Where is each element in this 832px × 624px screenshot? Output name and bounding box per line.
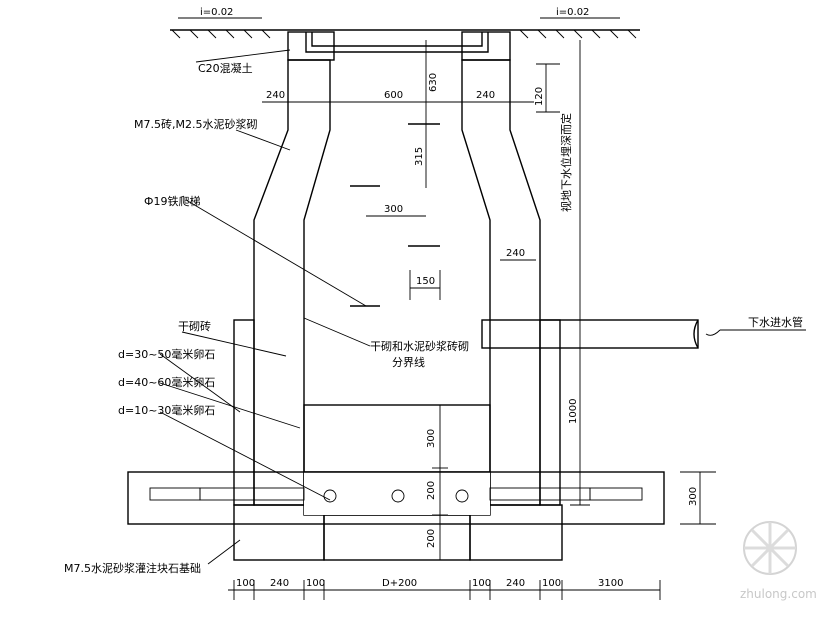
ladder-rungs — [350, 123, 440, 307]
watermark-text: zhulong.com — [740, 587, 817, 601]
label-base: M7.5水泥砂浆灌注块石基础 — [64, 561, 201, 575]
bottom-dim-4: D+200 — [382, 578, 417, 589]
label-gravel-30-50: d=30~50毫米卵石 — [118, 347, 215, 361]
ground-slope-left: i=0.02 — [178, 7, 262, 19]
dim-bottom-layer-200b: 200 — [426, 529, 437, 548]
dim-right-1000: 1000 — [568, 399, 579, 424]
foundation-center — [323, 514, 471, 561]
dim-ladder-width: 150 — [416, 276, 435, 287]
ground-slope-left-text: i=0.02 — [200, 7, 233, 18]
ground-slope-right-text: i=0.02 — [556, 7, 589, 18]
dim-ladder-spacing: 315 — [414, 147, 425, 166]
bottom-dim-6: 240 — [506, 578, 525, 589]
dimension-lines — [228, 40, 716, 600]
inlet-pipe — [481, 319, 699, 349]
bottom-dim-1: 100 — [236, 578, 255, 589]
bottom-dim-3: 100 — [306, 578, 325, 589]
right-wall — [461, 59, 541, 506]
label-concrete: C20混凝土 — [198, 61, 253, 75]
leader-lines — [159, 49, 806, 565]
bottom-dimension-row: 100 240 100 D+200 100 240 100 3100 — [236, 578, 623, 589]
label-gravel-10-30: d=10~30毫米卵石 — [118, 403, 215, 417]
concrete-collar — [287, 31, 511, 61]
label-gravel-40-60: d=40~60毫米卵石 — [118, 375, 215, 389]
label-mortar-masonry: M7.5砖,M2.5水泥砂浆砌 — [134, 117, 257, 131]
dim-bottom-layer-300: 300 — [426, 429, 437, 448]
ground-line — [170, 29, 640, 39]
dim-wall-right-mid: 240 — [506, 248, 525, 259]
dim-wall-top-right: 240 — [476, 90, 495, 101]
bottom-dim-7: 100 — [542, 578, 561, 589]
label-ladder: Ф19铁爬梯 — [144, 195, 200, 208]
dim-right-300: 300 — [688, 487, 699, 506]
dim-cover-height: 630 — [428, 73, 439, 92]
label-layer-line: 分界线 — [392, 355, 425, 369]
ground-slope-right: i=0.02 — [540, 7, 620, 19]
dim-right-small: 120 — [534, 87, 545, 106]
dim-ladder-offset: 300 — [384, 204, 403, 215]
left-wall — [253, 59, 331, 506]
label-dry-mortar-note: 干砌和水泥砂浆砖砌 — [370, 339, 469, 353]
dim-wall-top-left: 240 — [266, 90, 285, 101]
watermark-logo — [743, 521, 797, 575]
label-inlet-pipe: 下水进水管 — [748, 315, 803, 329]
drain-band — [127, 471, 665, 525]
bottom-dim-8: 3100 — [598, 578, 623, 589]
dim-bottom-layer-200a: 200 — [426, 481, 437, 500]
label-depth-note: 视地下水位埋深而定 — [559, 113, 573, 212]
dim-opening: 600 — [384, 90, 403, 101]
label-dry-brick: 干砌砖 — [178, 319, 211, 333]
bottom-dim-5: 100 — [472, 578, 491, 589]
bottom-dim-2: 240 — [270, 578, 289, 589]
